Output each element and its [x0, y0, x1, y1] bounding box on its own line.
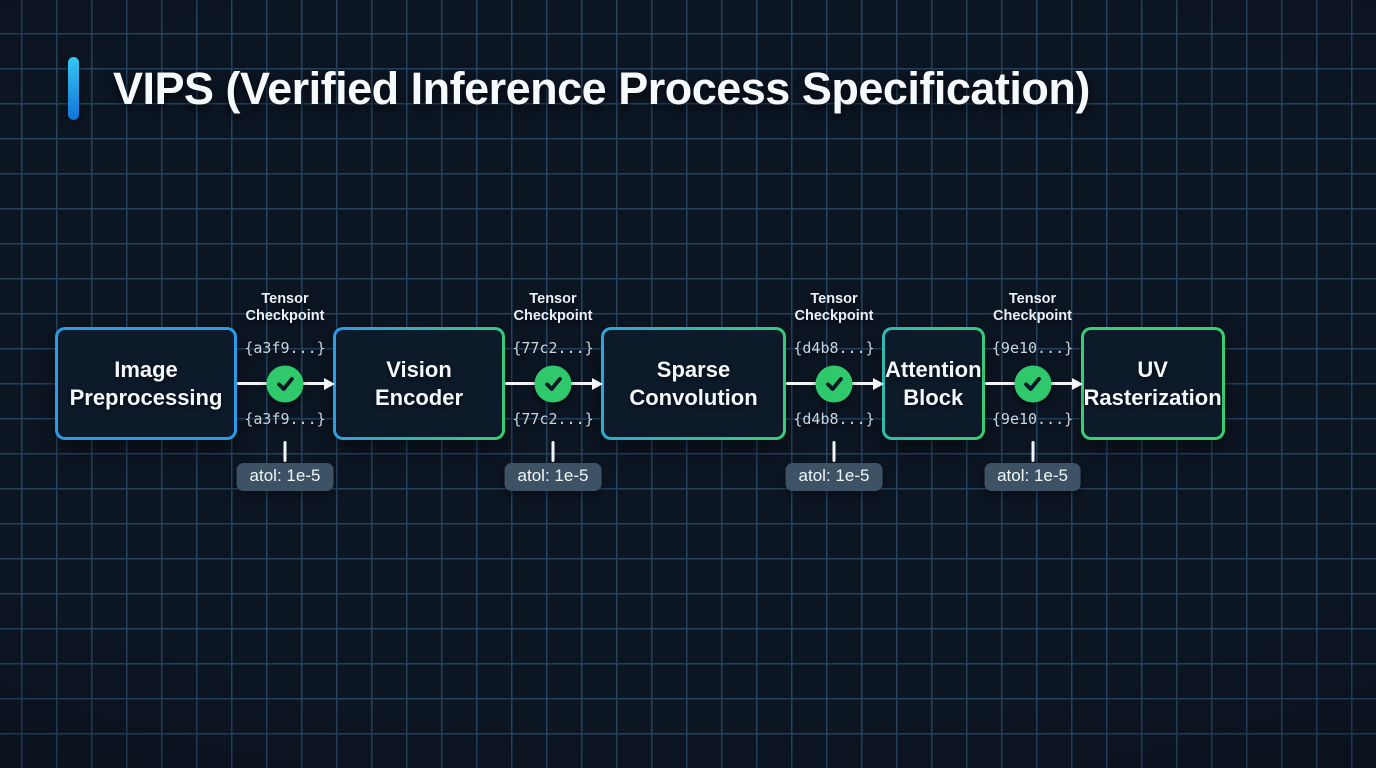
title-accent-bar	[68, 57, 79, 120]
pipeline-node-attention-block: Attention Block	[882, 327, 985, 440]
checkpoint-hash-in: {9e10...}	[991, 338, 1074, 357]
tolerance-badge: atol: 1e-5	[984, 462, 1081, 491]
checkmark-icon	[544, 376, 562, 391]
connector-3: Tensor Checkpoint {d4b8...} {d4b8...} at…	[785, 291, 884, 491]
tolerance-stem	[1031, 440, 1035, 462]
page-title: VIPS (Verified Inference Process Specifi…	[113, 62, 1090, 114]
checkpoint-label: Tensor Checkpoint	[794, 290, 874, 325]
connector-1: Tensor Checkpoint {a3f9...} {a3f9...} at…	[236, 291, 335, 491]
pipeline-node-sparse-convolution: Sparse Convolution	[601, 327, 786, 440]
checkpoint-hash-in: {d4b8...}	[793, 338, 875, 357]
check-circle	[266, 365, 304, 402]
arrowhead-icon	[1071, 377, 1083, 390]
checkpoint-hash-out: {9e10...}	[991, 409, 1074, 428]
pipeline-flow: Image Preprocessing Tensor Checkpoint {a…	[55, 291, 1225, 491]
check-circle	[534, 365, 572, 402]
checkpoint-hash-in: {a3f9...}	[244, 338, 326, 357]
pipeline-node-uv-rasterization: UV Rasterization	[1081, 327, 1225, 440]
node-label: Attention Block	[885, 356, 982, 410]
arrowhead-icon	[592, 377, 603, 390]
checkpoint-hash-in: {77c2...}	[512, 338, 594, 357]
checkmark-icon	[276, 376, 294, 391]
node-label: Vision Encoder	[374, 356, 464, 410]
check-circle	[815, 365, 853, 402]
tolerance-stem	[551, 440, 555, 462]
connector-4: Tensor Checkpoint {9e10...} {9e10...} at…	[984, 291, 1083, 491]
arrowhead-icon	[873, 377, 884, 390]
checkpoint-label: Tensor Checkpoint	[245, 290, 325, 325]
checkpoint-hash-out: {d4b8...}	[793, 409, 875, 428]
connector-2: Tensor Checkpoint {77c2...} {77c2...} at…	[504, 291, 603, 491]
checkpoint-hash-out: {77c2...}	[512, 409, 594, 428]
tolerance-stem	[283, 440, 287, 462]
tolerance-badge: atol: 1e-5	[785, 462, 883, 491]
node-label: UV Rasterization	[1083, 356, 1222, 410]
arrowhead-icon	[324, 377, 335, 390]
checkmark-icon	[1024, 376, 1041, 391]
node-label: Sparse Convolution	[629, 356, 758, 410]
checkpoint-label: Tensor Checkpoint	[993, 290, 1072, 325]
title-block: VIPS (Verified Inference Process Specifi…	[68, 57, 1090, 120]
checkpoint-hash-out: {a3f9...}	[244, 409, 326, 428]
node-label: Image Preprocessing	[69, 356, 223, 410]
tolerance-badge: atol: 1e-5	[236, 462, 334, 491]
pipeline-node-image-preprocessing: Image Preprocessing	[55, 327, 237, 440]
tolerance-stem	[832, 440, 836, 462]
tolerance-badge: atol: 1e-5	[504, 462, 602, 491]
pipeline-node-vision-encoder: Vision Encoder	[333, 327, 505, 440]
checkpoint-label: Tensor Checkpoint	[513, 290, 593, 325]
checkmark-icon	[825, 376, 843, 391]
check-circle	[1014, 365, 1052, 402]
